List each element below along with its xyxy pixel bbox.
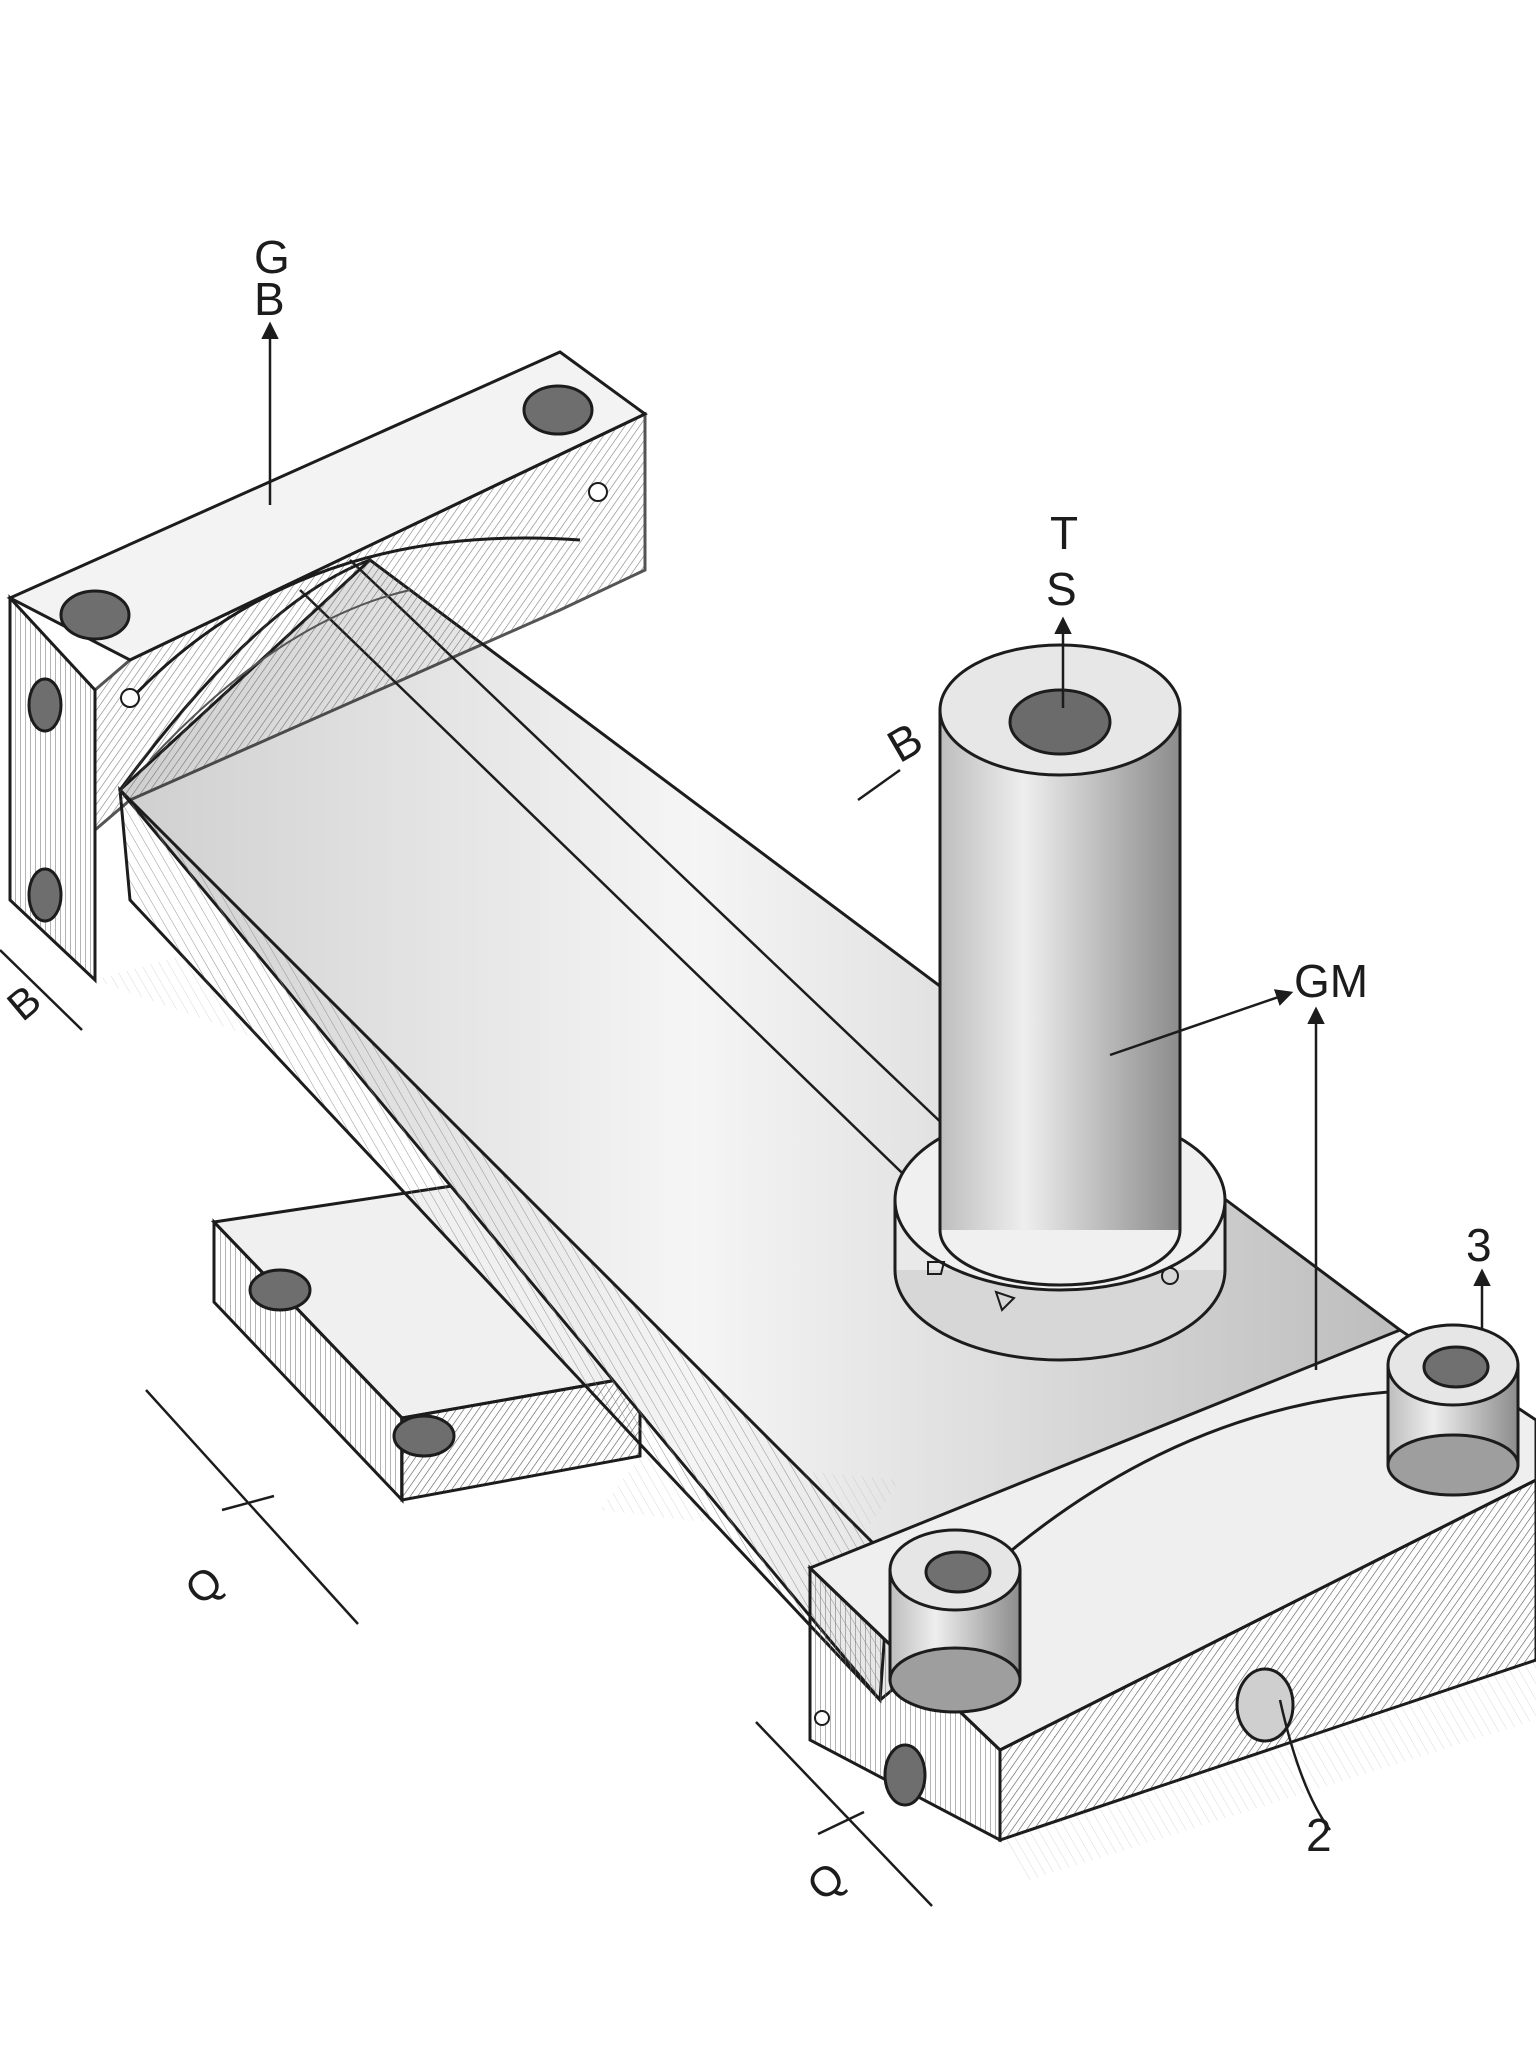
- leader-lines: [261, 321, 1491, 1831]
- callout-label-t: T: [1050, 507, 1079, 559]
- dimension-lines: [0, 949, 933, 1907]
- right-boss: [1386, 1323, 1520, 1497]
- dim-line-left: [145, 1389, 359, 1625]
- ground-shadow: [95, 950, 1536, 1880]
- leader-gm: [1109, 989, 1294, 1057]
- leader-tube-side: [857, 768, 901, 802]
- dim-tick-left: [221, 1494, 275, 1512]
- vertical-post: [893, 643, 1227, 1362]
- leader-bottom-right: [1278, 1699, 1332, 1831]
- left-foot-plate: [210, 1184, 644, 1504]
- callout-label-gm: GM: [1294, 955, 1369, 1007]
- callout-label-s: S: [1046, 563, 1077, 615]
- front-boss: [888, 1528, 1022, 1714]
- dim-line-front: [755, 1721, 933, 1907]
- dim-line-edge: [0, 949, 83, 1031]
- left-end-block: [6, 350, 648, 984]
- callout-label-3: 3: [1466, 1219, 1492, 1271]
- callout-label-b: B: [254, 273, 285, 325]
- callout-label-g: G: [254, 231, 290, 283]
- callout-label-2: 2: [1306, 1809, 1332, 1861]
- dim-tick-front: [817, 1810, 865, 1836]
